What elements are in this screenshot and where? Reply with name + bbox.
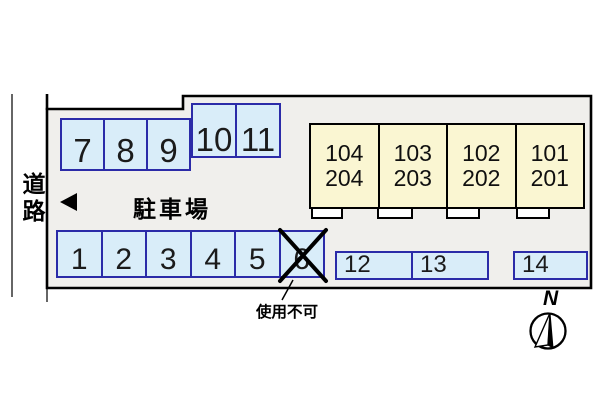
parking-row-7-9: 7 8 9 [60,118,191,171]
unit-number-lower: 202 [462,165,501,191]
apartment-building: 104 204 103 203 102 202 101 201 [309,123,585,209]
parking-space-14: 14 [515,253,586,278]
parking-row-14: 14 [513,251,588,280]
unusable-label: 使用不可 [256,304,319,321]
parking-row-12-13: 12 13 [335,251,489,280]
unusable-x-icon [277,228,328,283]
space-number: 7 [73,131,92,169]
parking-space-1: 1 [58,232,101,276]
unit-number-lower: 203 [393,165,432,191]
compass-icon [529,312,567,350]
building-unit-104-204: 104 204 [311,125,378,207]
parking-row-1-6: 1 2 3 4 5 6 [56,228,328,283]
space-number: 12 [344,251,371,279]
parking-space-6-unusable: 6 [277,228,328,283]
parking-space-10: 10 [193,105,235,156]
entrance-porch [446,209,480,219]
unit-number-upper: 103 [393,140,432,166]
parking-space-7: 7 [62,120,103,169]
building-unit-102-202: 102 202 [446,125,515,207]
building-unit-103-203: 103 203 [377,125,447,207]
entrance-porch [377,209,413,219]
parking-space-8: 8 [103,120,146,169]
unit-number-upper: 101 [530,140,569,166]
parking-space-4: 4 [189,232,235,276]
space-number: 3 [159,242,177,276]
parking-space-9: 9 [146,120,189,169]
unit-number-upper: 102 [462,140,501,166]
unit-number-lower: 201 [530,165,569,191]
space-number: 14 [522,251,549,279]
space-number: 13 [420,251,447,279]
parking-lot-label: 駐車場 [133,196,211,222]
leader-line [281,279,294,301]
road-label: 道路 [19,172,45,226]
space-number: 9 [159,131,178,169]
compass-needle-black [547,312,554,349]
space-number: 2 [115,242,133,276]
unit-number-lower: 204 [325,165,364,191]
parking-space-11: 11 [235,105,279,156]
parking-space-13: 13 [411,253,487,278]
parking-space-12: 12 [337,253,411,278]
building-unit-101-201: 101 201 [514,125,584,207]
entrance-arrow-icon [60,193,77,211]
parking-row-10-11: 10 11 [191,103,281,158]
space-number: 8 [116,131,135,169]
parking-space-3: 3 [145,232,190,276]
space-number: 1 [70,242,88,276]
entrance-porch [311,209,343,219]
parking-space-5: 5 [234,232,279,276]
unit-number-upper: 104 [325,140,364,166]
compass-north-label: N [543,287,559,310]
space-number: 11 [240,120,276,158]
space-number: 5 [248,242,266,276]
space-number: 4 [204,242,222,276]
space-number: 10 [195,120,233,158]
parking-space-2: 2 [100,232,146,276]
entrance-porch [516,209,550,219]
